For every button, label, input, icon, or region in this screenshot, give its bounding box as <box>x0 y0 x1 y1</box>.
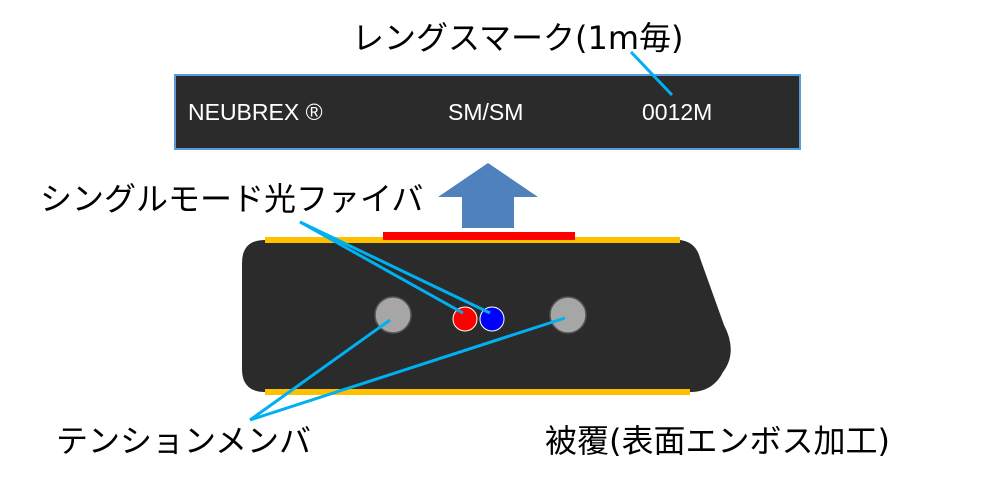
up-arrow-icon <box>438 163 538 228</box>
top-red-marker <box>383 232 575 240</box>
single-mode-fiber-label: シングルモード光ファイバ <box>40 180 424 218</box>
fiber-blue <box>479 306 505 332</box>
tension-member-right <box>549 296 587 334</box>
coating-label: 被覆(表面エンボス加工) <box>545 422 890 460</box>
strip-length-marker-text: 0012M <box>642 99 713 125</box>
fiber-leader-line-2 <box>299 220 491 315</box>
fiber-leader-line-1 <box>299 220 464 315</box>
cable-print-strip: NEUBREX ® SM/SM 0012M <box>174 74 801 150</box>
length-mark-label: レングスマーク(1m毎) <box>352 19 684 57</box>
strip-fiber-type-text: SM/SM <box>448 99 524 125</box>
length-mark-leader-line <box>629 50 674 97</box>
tension-leader-line-2 <box>249 316 566 422</box>
tension-member-label: テンションメンバ <box>56 422 312 460</box>
bottom-edge-stripe <box>265 389 690 395</box>
strip-brand-text: NEUBREX ® <box>188 99 323 125</box>
fiber-red <box>452 306 478 332</box>
tension-leader-line-1 <box>249 318 391 422</box>
